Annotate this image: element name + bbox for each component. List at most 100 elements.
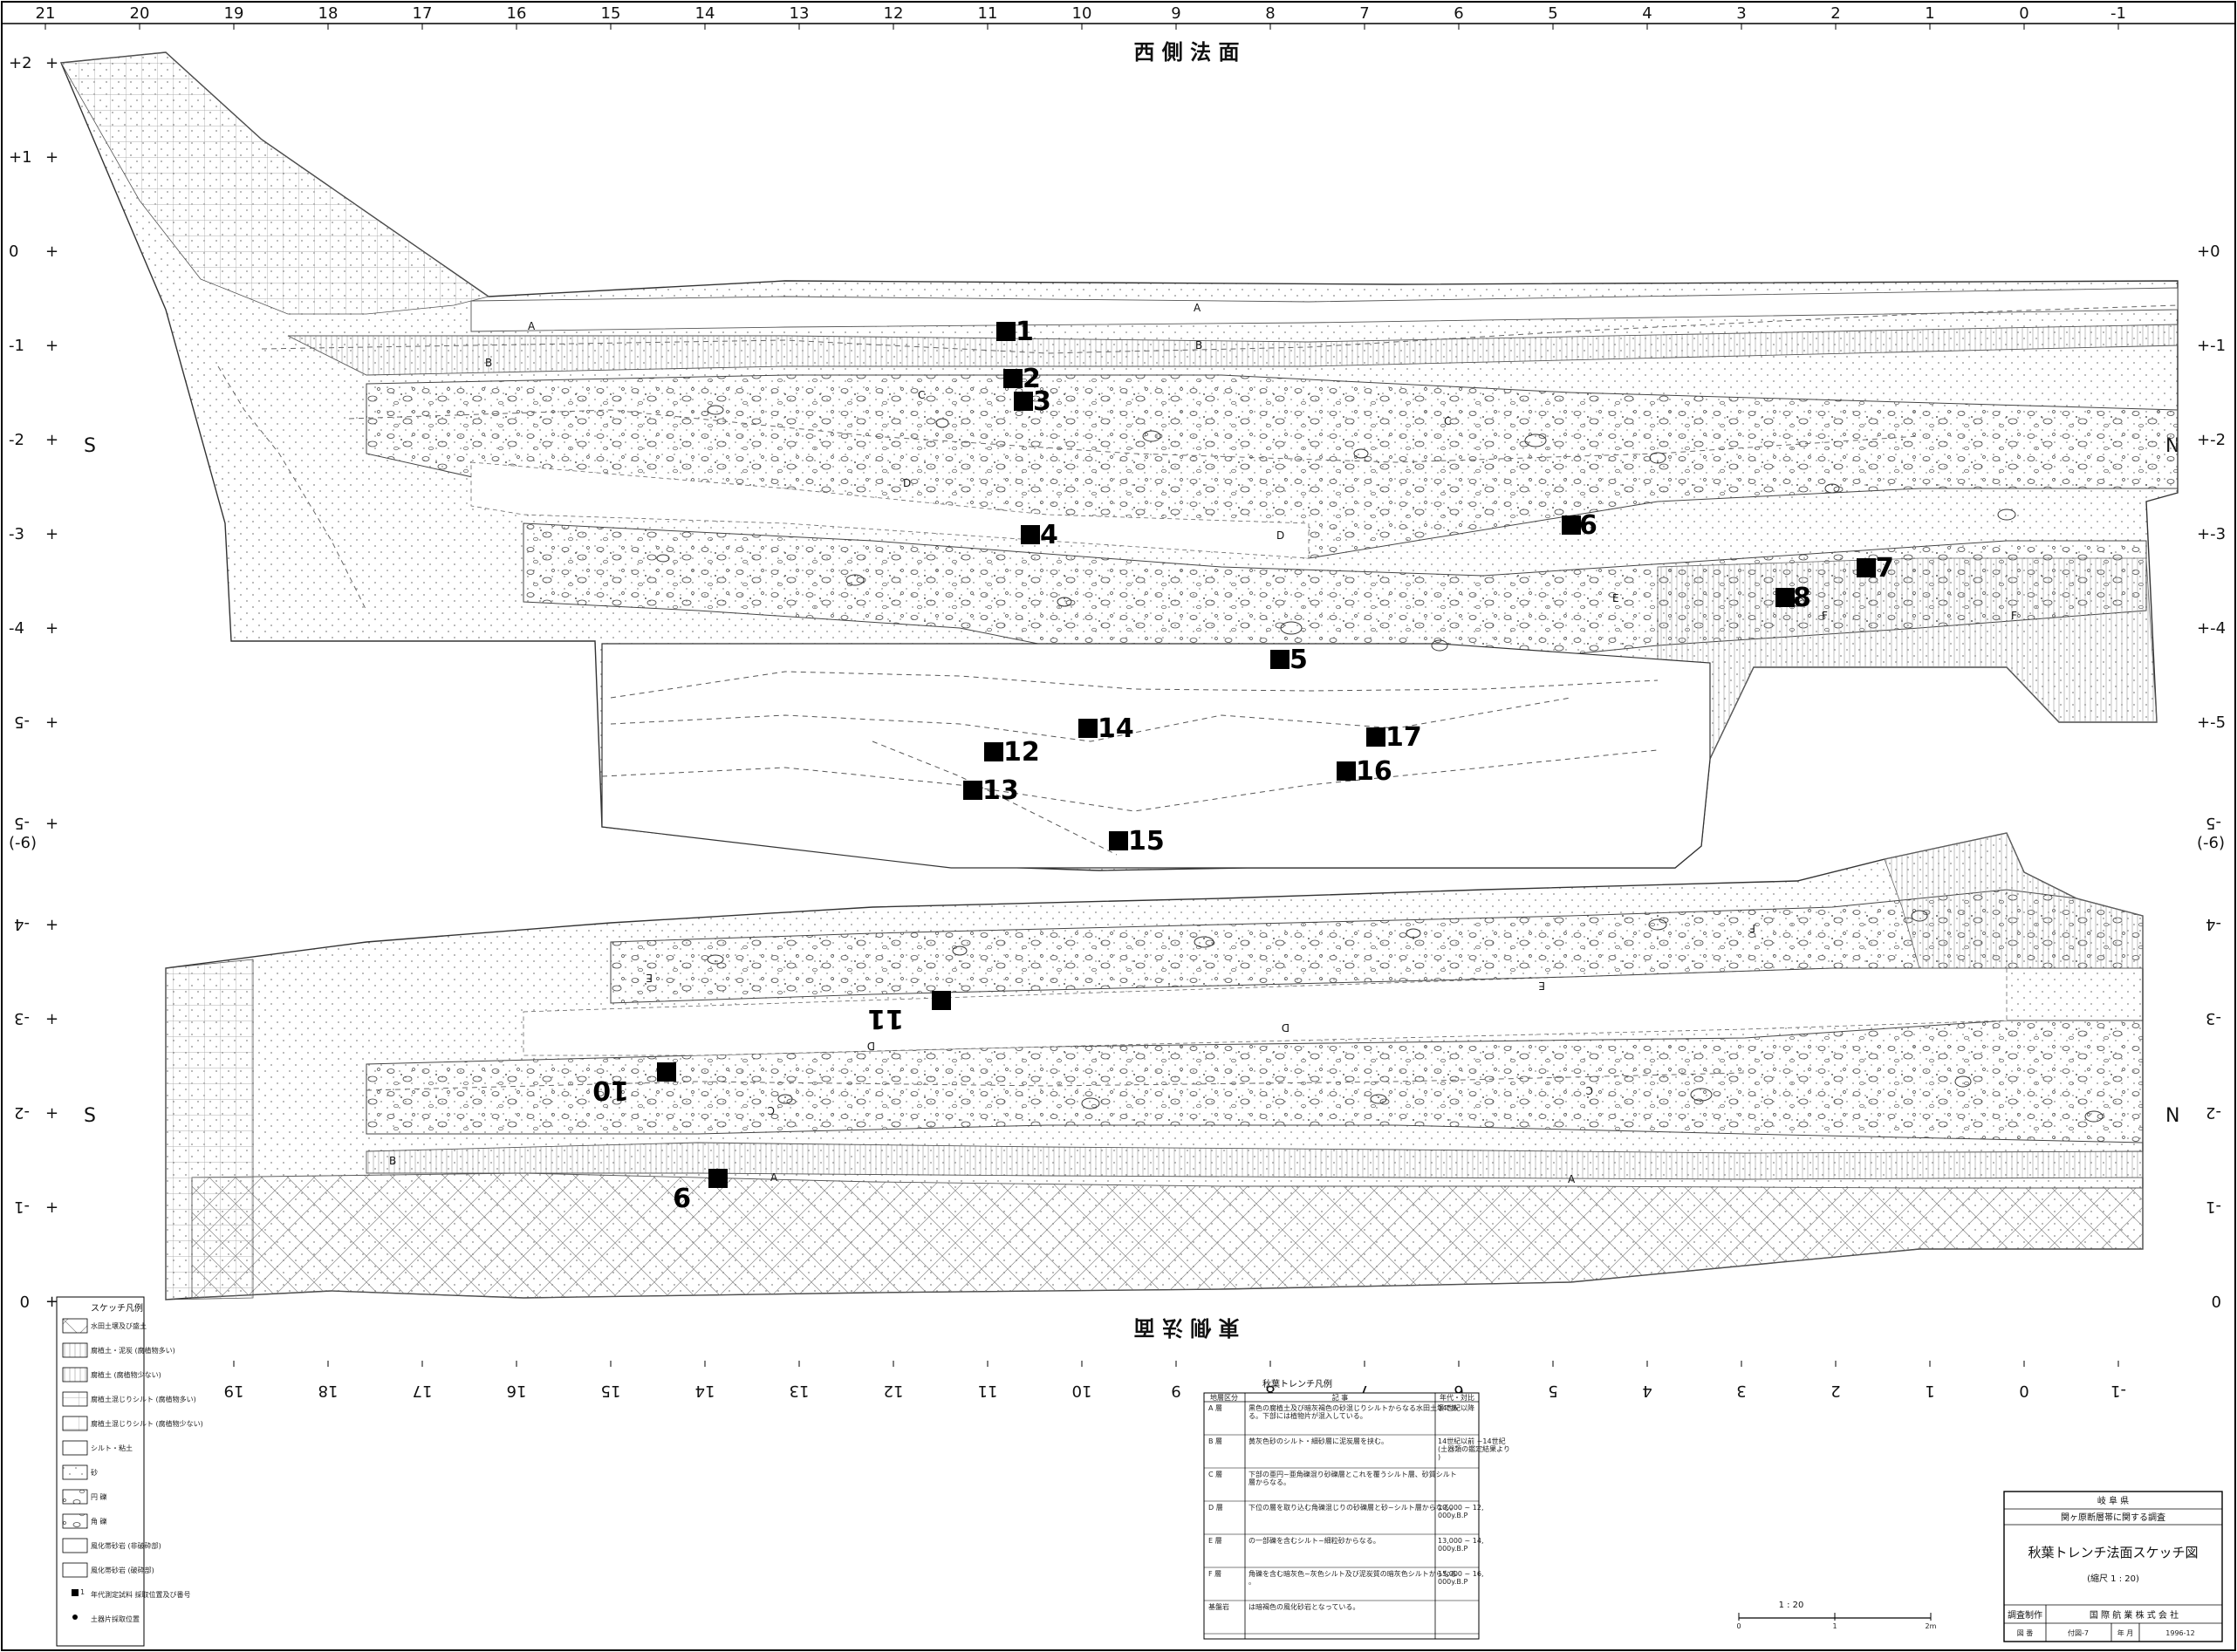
strata-age: (土器類の鑑定結果より: [1438, 1444, 1510, 1453]
elevation-plus: +: [45, 525, 58, 543]
sample-number: 11: [867, 1003, 904, 1034]
layer-letter: A: [528, 320, 536, 332]
scale-label: 10: [1072, 4, 1092, 23]
strata-layer: E 層: [1208, 1537, 1222, 1545]
scale-label: 9: [1171, 1382, 1180, 1400]
sample-point[interactable]: 14: [1078, 713, 1134, 744]
elevation-label: -1: [9, 337, 24, 355]
sample-point[interactable]: 9: [673, 1169, 728, 1212]
sample-point[interactable]: 13: [963, 775, 1019, 806]
elevation-label: -4: [9, 619, 24, 638]
strata-desc: の一部礫を含むシルト~細粒砂からなる。: [1248, 1536, 1380, 1545]
title-block: 岐 阜 県 関ヶ原断層帯に関する調査 秋葉トレンチ法面スケッチ図 (縮尺 1 :…: [2003, 1491, 2223, 1642]
scale-label: 4: [1642, 4, 1652, 23]
sample-point[interactable]: 5: [1270, 645, 1308, 675]
sample-point[interactable]: 10: [592, 1062, 676, 1105]
west-face-section: [59, 51, 2179, 871]
scale-label: 3: [1736, 4, 1746, 23]
scale-label: 16: [507, 1382, 527, 1400]
legend-item-label: 風化帯砂岩 (破砕部): [91, 1566, 154, 1574]
scale-label: 0: [2019, 1382, 2028, 1400]
sample-number: 2: [1023, 364, 1041, 394]
layer-letter: C: [1444, 415, 1451, 427]
scale-label: 7: [1359, 1382, 1369, 1400]
sample-number: 7: [1876, 553, 1894, 584]
strata-age: 15,000 ~ 16,: [1438, 1570, 1484, 1578]
title-project: 関ヶ原断層帯に関する調査: [2061, 1512, 2165, 1523]
scale-label: 19: [224, 1382, 244, 1400]
drawing-scale: (縮尺 1 : 20): [2087, 1573, 2139, 1584]
sample-point[interactable]: 3: [1014, 386, 1051, 417]
sample-number: 1: [1016, 317, 1034, 347]
right-elevation-scale: +0+-1+-2+-3+-4+-5-5(-6)-4-3-2-10: [2197, 242, 2226, 1310]
elevation-plus: +: [45, 916, 58, 934]
sample-point[interactable]: 11: [867, 991, 951, 1034]
south-label-top: S: [84, 435, 96, 457]
elevation-label: +-2: [2197, 431, 2226, 449]
elevation-label: +0: [2197, 242, 2220, 261]
elevation-label: +-3: [2197, 525, 2226, 543]
sample-point[interactable]: 7: [1857, 553, 1894, 584]
scale-label: 4: [1642, 1382, 1652, 1400]
legend-item-label: 腐植土 (腐植物少ない): [91, 1370, 161, 1379]
sample-number: 9: [673, 1181, 691, 1212]
strata-age: 14世紀以降: [1438, 1403, 1474, 1412]
sample-number: 6: [1579, 510, 1597, 541]
scale-label: 1: [1925, 4, 1934, 23]
scale-label: 8: [1265, 1382, 1275, 1400]
sample-point[interactable]: 4: [1021, 520, 1058, 550]
layer-letter: B: [485, 357, 492, 369]
east-face-title: 東 側 法 面: [1133, 1315, 1239, 1341]
legend-swatch: [62, 1513, 88, 1529]
strata-age: 000y.B.P: [1438, 1578, 1467, 1586]
layer-letter: B: [1195, 339, 1202, 352]
sample-point[interactable]: 17: [1366, 722, 1422, 753]
elevation-plus: +: [45, 1293, 58, 1311]
strata-age: 14世紀以前 ~14世紀: [1438, 1437, 1506, 1445]
strata-layer: D 層: [1208, 1504, 1223, 1512]
scale-label: 18: [318, 1382, 339, 1400]
sample-point[interactable]: 1: [996, 317, 1034, 347]
elevation-label: -4: [14, 915, 30, 933]
scale-tick: 0: [1736, 1622, 1741, 1630]
scale-label: 2: [1830, 4, 1840, 23]
layer-letter: A: [1194, 302, 1201, 314]
scale-label: 20: [130, 4, 150, 23]
sample-point[interactable]: 16: [1337, 756, 1392, 787]
strata-header-age: 年代・対比: [1440, 1393, 1474, 1402]
elevation-label: -3: [14, 1009, 30, 1027]
sample-points-bottom: 11 10 9: [592, 991, 951, 1212]
scale-label: 12: [884, 1382, 904, 1400]
elevation-label: -3: [9, 525, 24, 543]
scale-label: 21: [36, 4, 56, 23]
scale-ratio: 1 : 20: [1779, 1601, 1804, 1610]
elevation-label: (-6): [2197, 834, 2225, 852]
elevation-label: -4: [2206, 915, 2221, 933]
elevation-label: -3: [2206, 1009, 2221, 1027]
elevation-label: -5: [14, 713, 30, 731]
sample-point[interactable]: 2: [1003, 364, 1041, 394]
scale-label: -1: [2110, 4, 2126, 23]
figure-number: 付図-7: [2068, 1628, 2089, 1637]
sample-point[interactable]: 8: [1775, 583, 1811, 613]
scale-label: 13: [790, 1382, 810, 1400]
left-elevation-scale: +2++1+0+-1+-2+-3+-4+-5+-5+(-6)-4+-3+-2+-…: [9, 54, 58, 1311]
scale-label: 9: [1171, 4, 1180, 23]
legend-swatch: [62, 1367, 88, 1382]
sample-point[interactable]: 12: [984, 737, 1040, 768]
layer-letter: A: [770, 1171, 778, 1184]
scale-label: 5: [1548, 4, 1557, 23]
legend-item-label: 腐植土・泥炭 (腐植物多い): [91, 1346, 175, 1355]
sample-point[interactable]: 6: [1562, 510, 1597, 541]
elevation-label: 0: [20, 1292, 30, 1310]
legend-item-label: 水田土壌及び盛土: [91, 1321, 147, 1330]
layer-letter: D: [867, 1040, 875, 1052]
strata-layer: B 層: [1208, 1437, 1222, 1445]
east-face-section: [165, 832, 2144, 1300]
legend-swatch: [62, 1489, 88, 1505]
sample-point[interactable]: 15: [1109, 826, 1165, 857]
scale-label: 16: [507, 4, 527, 23]
